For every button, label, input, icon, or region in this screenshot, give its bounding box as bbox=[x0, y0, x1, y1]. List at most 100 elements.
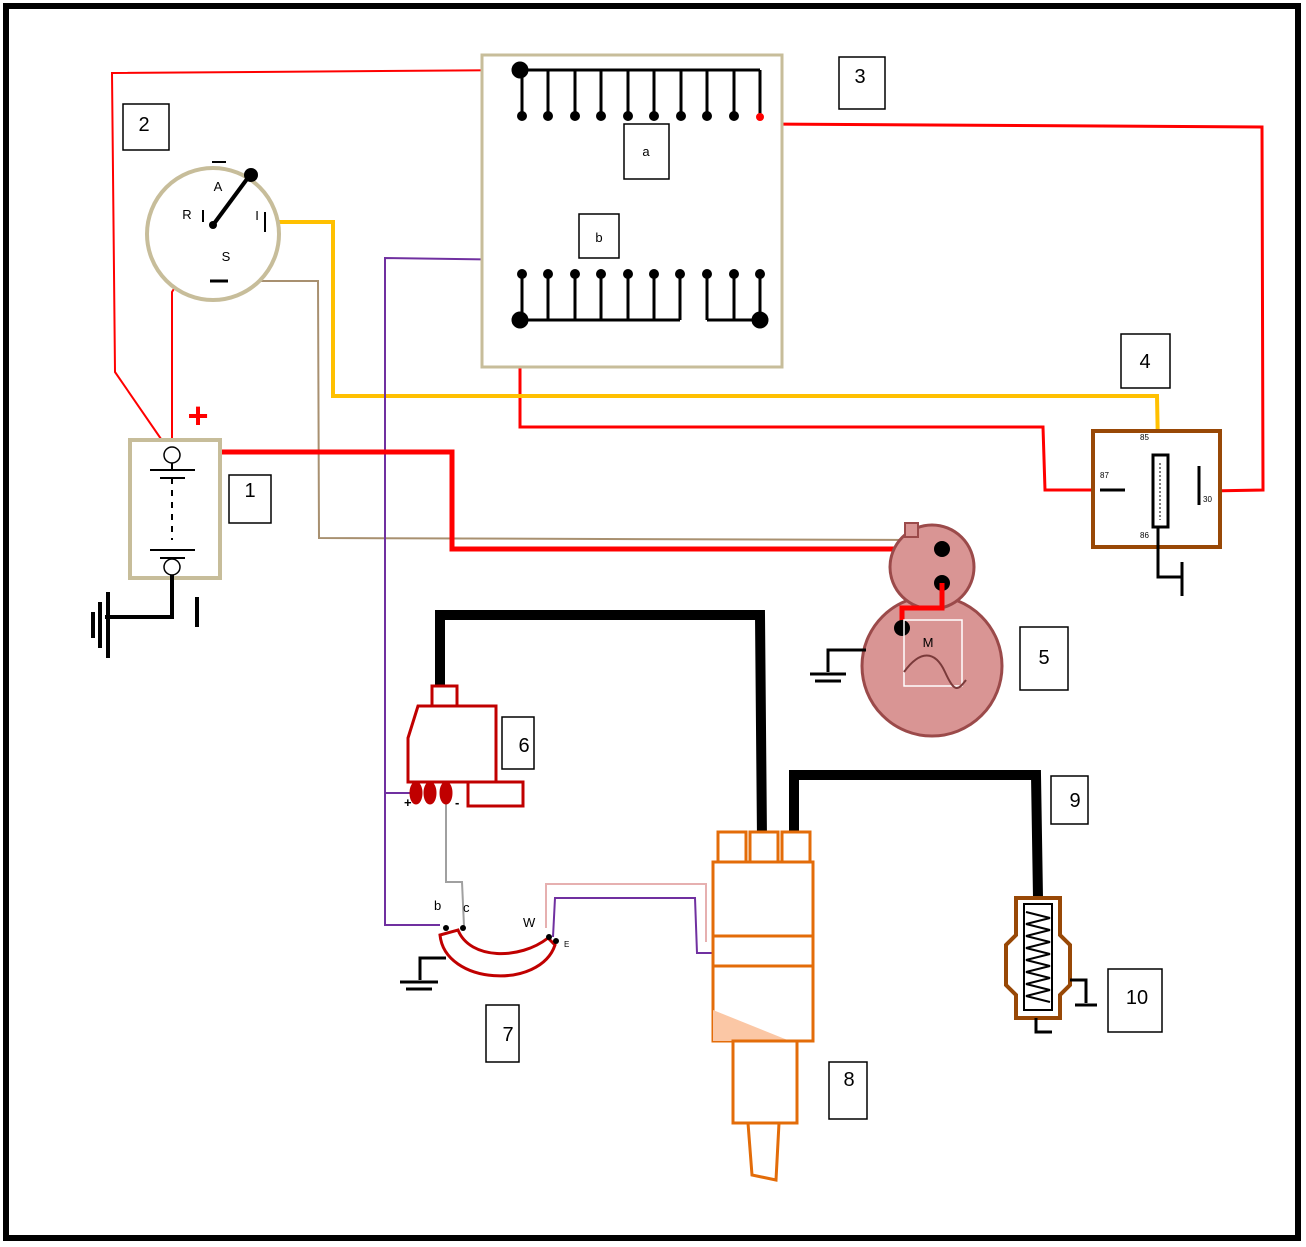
callout-7-label: 7 bbox=[502, 1024, 513, 1046]
motor-label: M bbox=[923, 635, 934, 650]
terminal-row-a bbox=[511, 61, 764, 121]
wire-breaker-e-purple bbox=[552, 897, 714, 954]
starter-motor: M bbox=[810, 522, 1004, 738]
switch-label-a: A bbox=[214, 179, 223, 194]
terminal-row-b bbox=[511, 269, 769, 329]
distributor bbox=[711, 830, 815, 1182]
switch-lever-knob[interactable] bbox=[244, 168, 258, 182]
coil-plus-label: + bbox=[404, 795, 412, 810]
coil-positive-terminal[interactable] bbox=[409, 781, 423, 805]
wire-battery-main bbox=[172, 449, 940, 552]
ignition-coil: + - bbox=[404, 684, 525, 810]
callout-3-label: 3 bbox=[854, 66, 865, 88]
relay: 85 87 86 30 bbox=[1091, 429, 1222, 596]
breaker-c-terminal[interactable] bbox=[460, 925, 466, 931]
battery-plus-sign: + bbox=[187, 395, 208, 436]
wire-battery-to-board bbox=[110, 69, 521, 453]
row-a-input-terminal[interactable] bbox=[511, 61, 529, 79]
switch-label-i: I bbox=[255, 208, 259, 223]
ground-icon bbox=[91, 575, 199, 658]
coil-mid-terminal[interactable] bbox=[423, 781, 437, 805]
ground-icon bbox=[1070, 978, 1097, 1007]
callout-10-label: 10 bbox=[1126, 987, 1148, 1009]
switch-pivot bbox=[209, 221, 217, 229]
distributor-shaft bbox=[746, 1121, 781, 1182]
distributor-shade bbox=[713, 1010, 790, 1041]
solenoid-s-terminal[interactable] bbox=[904, 522, 919, 538]
ground-icon bbox=[810, 648, 866, 683]
starter-body bbox=[860, 594, 1004, 738]
distributor-cap-tower-2 bbox=[748, 830, 780, 864]
coil-negative-terminal[interactable] bbox=[439, 781, 453, 805]
ht-lead-coil bbox=[435, 610, 767, 841]
ground-icon bbox=[1156, 527, 1184, 596]
switch-label-r: R bbox=[182, 207, 191, 222]
plug-electrode bbox=[1034, 1018, 1052, 1034]
row-b-pins bbox=[517, 269, 685, 320]
coil-body bbox=[406, 704, 498, 784]
distributor-shaft-housing bbox=[731, 1039, 799, 1125]
ignition-switch: A R I S bbox=[145, 161, 281, 302]
breaker-label-w: W bbox=[523, 915, 536, 930]
callout-3: 3 bbox=[838, 56, 886, 110]
breaker-e-terminal[interactable] bbox=[553, 938, 559, 944]
switch-label-s: S bbox=[222, 249, 231, 264]
battery-positive-terminal[interactable] bbox=[163, 446, 181, 464]
wire-breaker-w-pink bbox=[545, 883, 707, 942]
breaker-label-e: E bbox=[564, 940, 569, 949]
callout-2: 2 bbox=[122, 103, 170, 151]
terminal-board: a b bbox=[480, 53, 784, 369]
coil-minus-label: - bbox=[455, 795, 459, 810]
breaker-w-terminal[interactable] bbox=[546, 934, 552, 940]
callouts: 1 2 3 4 5 6 7 8 bbox=[122, 56, 1171, 1120]
ht-lead-plug bbox=[789, 770, 1043, 899]
callout-a-label: a bbox=[642, 144, 650, 159]
motor-icon bbox=[903, 619, 967, 689]
callout-6: 6 bbox=[501, 716, 535, 770]
callout-2-label: 2 bbox=[138, 114, 149, 136]
relay-label-30: 30 bbox=[1203, 495, 1212, 504]
callout-4-label: 4 bbox=[1139, 351, 1150, 373]
callout-b-label: b bbox=[595, 230, 602, 245]
callout-5: 5 bbox=[1019, 626, 1069, 691]
starter-strap bbox=[899, 583, 945, 628]
row-b-right-terminal[interactable] bbox=[751, 311, 769, 329]
motor-terminal[interactable] bbox=[894, 620, 910, 636]
spring-icon bbox=[1023, 903, 1053, 1011]
switch-body bbox=[145, 166, 281, 302]
ground-icon bbox=[400, 956, 446, 991]
diagram-frame bbox=[3, 3, 1301, 1241]
battery-negative-terminal[interactable] bbox=[163, 558, 181, 576]
wires bbox=[110, 69, 1265, 954]
callout-a-box bbox=[623, 123, 670, 180]
breaker-b-terminal[interactable] bbox=[443, 925, 449, 931]
callout-8-label: 8 bbox=[843, 1069, 854, 1091]
row-b-output-terminal[interactable] bbox=[511, 311, 529, 329]
callout-9: 9 bbox=[1050, 775, 1089, 825]
switch-lever[interactable] bbox=[211, 173, 252, 227]
wire-switch-to-relay-85 bbox=[268, 220, 1160, 449]
distributor-cap-tower-1 bbox=[716, 830, 748, 864]
wire-board-to-breaker bbox=[384, 256, 523, 926]
battery: + bbox=[91, 395, 222, 658]
callout-5-label: 5 bbox=[1038, 647, 1049, 669]
row-a-pins bbox=[517, 70, 739, 121]
battery-icon bbox=[150, 463, 195, 559]
callout-6-label: 6 bbox=[518, 735, 529, 757]
callout-4: 4 bbox=[1120, 333, 1171, 389]
callout-9-label: 9 bbox=[1069, 790, 1080, 812]
breaker-arm bbox=[438, 928, 557, 978]
relay-label-87: 87 bbox=[1100, 471, 1109, 480]
callout-1-label: 1 bbox=[244, 480, 255, 502]
starter-solenoid bbox=[888, 523, 976, 611]
relay-label-85: 85 bbox=[1140, 433, 1149, 442]
callout-8: 8 bbox=[828, 1061, 868, 1120]
row-b-group-2 bbox=[702, 269, 765, 322]
callout-b-box bbox=[578, 213, 620, 259]
wire-board-to-relay-30 bbox=[759, 122, 1265, 493]
distributor-band bbox=[711, 934, 815, 968]
relay-label-86: 86 bbox=[1140, 531, 1149, 540]
wire-switch-s-to-starter bbox=[213, 280, 913, 541]
solenoid-battery-terminal[interactable] bbox=[934, 541, 950, 557]
